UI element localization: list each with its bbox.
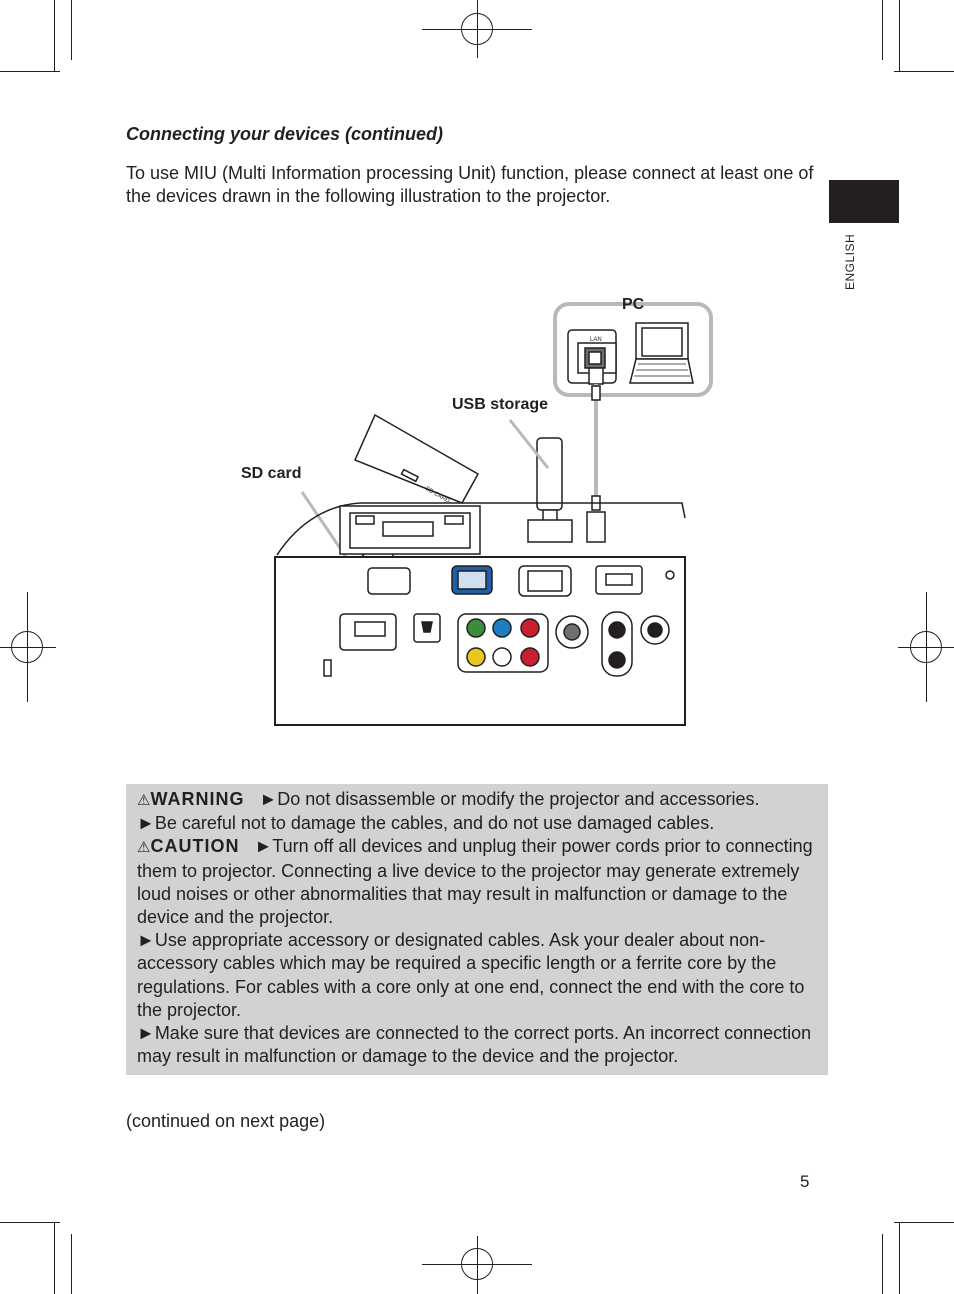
crop-mark-bottom-right-v2 [899,1222,900,1294]
projector-rear-panel [274,556,686,726]
crop-mark-top-right-v2 [899,0,900,72]
connection-illustration [274,302,713,726]
crop-mark-top-left-v [71,0,72,60]
laptop-icon [629,322,694,384]
caution-triangle-icon: ⚠ [137,839,151,857]
continued-note: (continued on next page) [126,1111,326,1131]
crop-mark-bottom-left-v [71,1234,72,1294]
crop-mark-top-right-h [894,71,954,72]
caution-text-2: ►Use appropriate accessory or designated… [137,930,805,1020]
crop-mark-bottom-right-v [882,1234,883,1294]
safety-notice-box: ⚠WARNING ►Do not disassemble or modify t… [126,784,828,1075]
crop-mark-bottom-left-v2 [54,1222,55,1294]
page-number: 5 [800,1172,810,1191]
section-heading: Connecting your devices (continued) [126,124,444,144]
warning-text: ►Do not disassemble or modify the projec… [259,789,760,809]
caution-keyword: CAUTION [150,836,240,857]
pc-label: PC [622,296,645,313]
usb-storage-icon [508,419,573,543]
crop-mark-top-right-v [882,0,883,60]
sd-card-label: SD card [241,465,302,482]
caution-line: ⚠CAUTION ►Turn off all devices and unplu… [137,835,818,929]
crop-mark-bottom-left-h [0,1222,60,1223]
crop-mark-bottom-right-h [894,1222,954,1223]
lan-port-label: LAN [590,337,602,343]
warning-keyword: WARNING [150,789,245,809]
caution-text: ►Turn off all devices and unplug their p… [137,836,813,928]
caution-text-3: ►Make sure that devices are connected to… [137,1023,812,1067]
usb-storage-label: USB storage [452,396,549,413]
warning-line: ⚠WARNING ►Do not disassemble or modify t… [137,788,818,812]
crop-mark-top-left-h [0,71,60,72]
warning-triangle-icon: ⚠ [137,792,151,809]
warning-text-2: ►Be careful not to damage the cables, an… [137,813,715,834]
language-tab [829,180,899,223]
crop-mark-top-left-v2 [54,0,55,72]
intro-paragraph: To use MIU (Multi Information processing… [126,163,814,206]
projector-top-outline [276,502,686,556]
